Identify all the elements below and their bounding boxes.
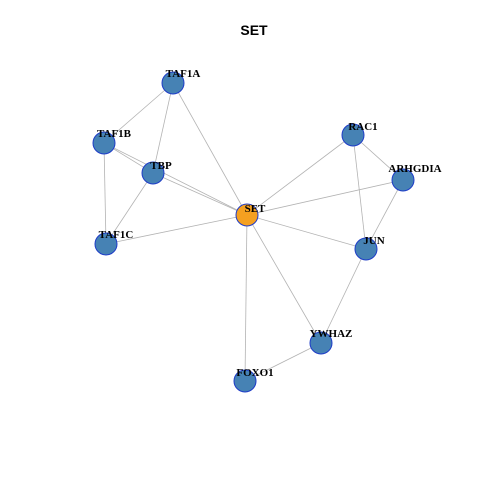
node-label-tbp: TBP — [150, 160, 172, 172]
edge-arhgdia-jun — [365, 179, 404, 250]
edge-taf1a-taf1b — [103, 82, 174, 144]
node-label-arhgdia: ARHGDIA — [388, 163, 441, 175]
edge-taf1c-set — [105, 214, 248, 245]
edge-arhgdia-set — [246, 179, 404, 216]
edge-taf1a-set — [172, 82, 248, 216]
node-label-jun: JUN — [363, 235, 384, 247]
edge-taf1b-set — [103, 142, 248, 216]
edge-set-ywhaz — [246, 214, 322, 344]
node-ywhaz[interactable] — [309, 331, 333, 355]
node-label-rac1: RAC1 — [348, 121, 377, 133]
edge-set-foxo1 — [244, 214, 248, 382]
node-label-ywhaz: YWHAZ — [310, 328, 353, 340]
node-label-set: SET — [245, 203, 266, 215]
edge-tbp-set — [152, 172, 248, 216]
node-label-taf1c: TAF1C — [99, 229, 134, 241]
node-tbp[interactable] — [141, 161, 165, 185]
edge-tbp-taf1c — [105, 172, 154, 245]
edge-taf1a-tbp — [152, 82, 174, 174]
node-layer — [92, 71, 415, 393]
node-taf1b[interactable] — [92, 131, 116, 155]
edge-jun-ywhaz — [320, 248, 367, 344]
node-taf1a[interactable] — [161, 71, 185, 95]
node-label-foxo1: FOXO1 — [236, 367, 273, 379]
node-label-taf1a: TAF1A — [166, 68, 201, 80]
edge-rac1-set — [246, 134, 354, 216]
node-label-taf1b: TAF1B — [97, 128, 132, 140]
edge-ywhaz-foxo1 — [244, 342, 322, 382]
edge-taf1b-taf1c — [103, 142, 107, 245]
node-taf1c[interactable] — [94, 232, 118, 256]
node-set[interactable] — [235, 203, 259, 227]
diagram-title: SET — [240, 22, 268, 38]
edge-set-jun — [246, 214, 367, 250]
node-rac1[interactable] — [341, 123, 365, 147]
node-arhgdia[interactable] — [391, 168, 415, 192]
node-foxo1[interactable] — [233, 369, 257, 393]
node-jun[interactable] — [354, 237, 378, 261]
edge-rac1-jun — [352, 134, 367, 250]
